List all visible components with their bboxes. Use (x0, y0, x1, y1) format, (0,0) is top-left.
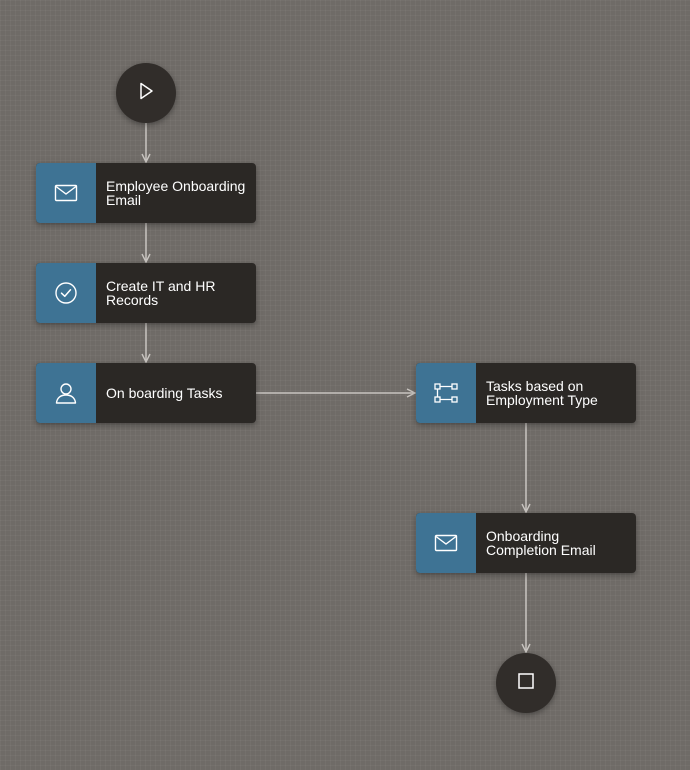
node-on-boarding-tasks[interactable]: On boarding Tasks (36, 363, 256, 423)
node-employee-onboarding-email[interactable]: Employee Onboarding Email (36, 163, 256, 223)
node-create-it-hr-records[interactable]: Create IT and HR Records (36, 263, 256, 323)
stop-square-icon (517, 672, 535, 695)
node-label: On boarding Tasks (106, 385, 223, 401)
node-onboarding-completion-email[interactable]: Onboarding Completion Email (416, 513, 636, 573)
node-label: Employee Onboarding Email (106, 178, 246, 208)
check-circle-icon (36, 263, 96, 323)
envelope-icon (416, 513, 476, 573)
node-label: Tasks based on Employment Type (486, 378, 598, 408)
node-label: Create IT and HR Records (106, 278, 216, 308)
node-label: Onboarding Completion Email (486, 528, 596, 558)
end-node[interactable] (496, 653, 556, 713)
flow-branch-icon (416, 363, 476, 423)
start-node[interactable] (116, 63, 176, 123)
play-icon (136, 81, 156, 106)
envelope-icon (36, 163, 96, 223)
user-icon (36, 363, 96, 423)
node-tasks-employment-type[interactable]: Tasks based on Employment Type (416, 363, 636, 423)
